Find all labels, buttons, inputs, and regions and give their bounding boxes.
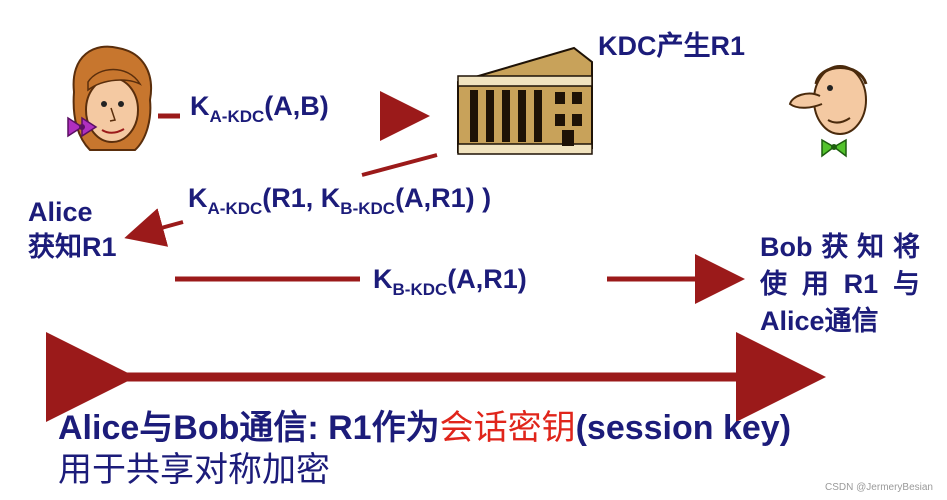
message1-tail: (A,B) [264, 91, 329, 121]
bob-note-line-2: 使 用 R1 与 [760, 266, 920, 303]
bob-note-word: R1 [843, 269, 879, 299]
footer-line-1-a: Alice与Bob通信: R1作为 [58, 409, 440, 447]
arrow-kdc-to-alice [124, 208, 184, 247]
message1-sub: A-KDC [209, 107, 265, 126]
bob-cartoon-icon [788, 65, 868, 158]
footer-line-1-b: (session key) [575, 409, 792, 447]
message1-main: K [190, 91, 210, 121]
watermark: CSDN @JermeryBesian [825, 482, 933, 493]
alice-cartoon-icon [67, 45, 153, 151]
message2-mid: (R1, K [262, 183, 341, 213]
bob-note-line-1: Bob 获 知 将 [760, 229, 920, 266]
alice-name-label: Alice [28, 197, 93, 227]
kdc-building-icon [457, 46, 593, 155]
message3-tail: (A,R1) [447, 264, 527, 294]
message3-main: K [373, 264, 393, 294]
kdc-generates-label: KDC产生R1 [598, 31, 746, 61]
bob-note-word: Alice通信 [760, 306, 879, 336]
bob-note-word: 将 [892, 232, 920, 262]
bob-note-word: Bob [760, 232, 813, 262]
footer-line-2: 用于共享对称加密 [58, 451, 330, 489]
bob-note: Bob 获 知 将 使 用 R1 与 Alice通信 [760, 229, 920, 340]
bob-note-word: 知 [857, 232, 885, 262]
alice-learns-label: 获知R1 [28, 232, 117, 262]
footer-line-1: Alice与Bob通信: R1作为会话密钥(session key) [58, 411, 791, 445]
message2-label: KA-KDC(R1, KB-KDC(A,R1) ) [188, 183, 492, 218]
message2-tail: (A,R1) ) [395, 183, 492, 213]
message1-label: KA-KDC(A,B) [190, 91, 329, 126]
message2-sub2: B-KDC [340, 199, 396, 218]
message3-sub: B-KDC [392, 280, 448, 299]
message3-label: KB-KDC(A,R1) [373, 264, 527, 299]
bob-note-line-3: Alice通信 [760, 303, 920, 340]
arrow-kdc-stub [361, 153, 438, 177]
bob-note-word: 与 [893, 269, 920, 299]
session-key-highlight: 会话密钥 [439, 409, 576, 447]
bob-note-word: 使 [760, 269, 787, 299]
bob-note-word: 获 [821, 232, 849, 262]
message2-main1: K [188, 183, 208, 213]
message2-sub1: A-KDC [207, 199, 263, 218]
bob-note-word: 用 [801, 269, 829, 299]
